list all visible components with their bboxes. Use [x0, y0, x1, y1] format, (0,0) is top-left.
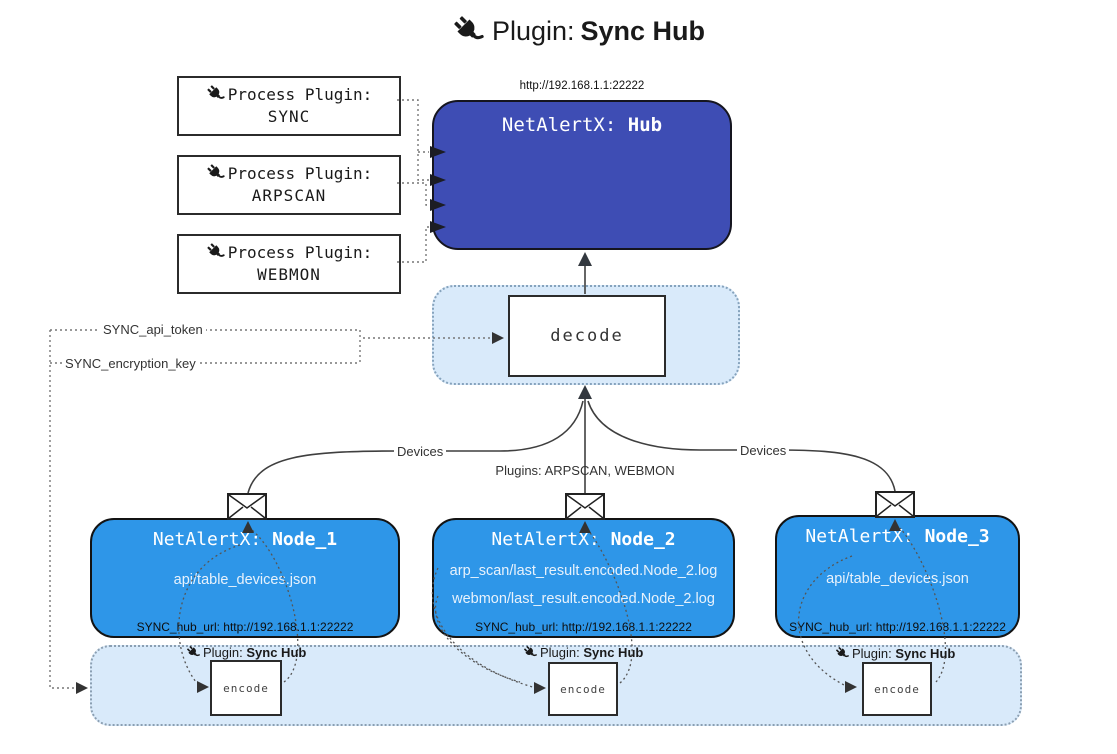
process-plugin-webmon: Process Plugin: WEBMON	[177, 234, 401, 294]
devices-edge-label-right: Devices	[737, 443, 790, 458]
hub-name-prefix: NetAlertX:	[501, 114, 628, 136]
devices-edge-label-left: Devices	[394, 444, 447, 459]
hub-title: NetAlertX: Hub	[434, 114, 730, 136]
plug-icon	[205, 242, 226, 262]
encode-box: encode	[210, 660, 282, 716]
node-hub-url: SYNC_hub_url: http://192.168.1.1:22222	[475, 620, 692, 634]
process-plugin-header: Process Plugin:	[179, 84, 399, 104]
process-plugin-label: Process Plugin:	[227, 242, 373, 262]
encode-box: encode	[862, 662, 932, 716]
hub-box: NetAlertX: Hub	[432, 100, 732, 250]
node-title: NetAlertX: Node_1	[152, 529, 338, 550]
plug-icon	[205, 163, 226, 183]
envelope-icon	[227, 493, 267, 520]
envelope-icon	[875, 491, 915, 518]
plug-icon	[205, 84, 226, 104]
node-file: api/table_devices.json	[173, 572, 317, 588]
process-plugin-sync: Process Plugin: SYNC	[177, 76, 401, 136]
process-plugin-header: Process Plugin:	[179, 163, 399, 183]
hub-url-label: http://192.168.1.1:22222	[519, 80, 645, 92]
plug-icon	[186, 645, 201, 660]
process-plugin-name: ARPSCAN	[251, 186, 327, 205]
title-name: Sync Hub	[580, 15, 706, 46]
node-file: arp_scan/last_result.encoded.Node_2.log	[449, 563, 718, 579]
envelope-icon	[565, 493, 605, 520]
node-1-box: NetAlertX: Node_1 api/table_devices.json…	[90, 518, 400, 638]
hub-name: Hub	[627, 114, 663, 136]
node-file: webmon/last_result.encoded.Node_2.log	[452, 591, 715, 607]
node-title: NetAlertX: Node_2	[491, 529, 676, 550]
band-plugin-label: Plugin: Sync Hub	[523, 645, 643, 660]
plug-icon	[835, 646, 850, 661]
plug-icon	[523, 645, 538, 660]
process-plugin-label: Process Plugin:	[227, 84, 373, 104]
node-hub-url: SYNC_hub_url: http://192.168.1.1:22222	[789, 620, 1006, 634]
sync-encryption-key-label: SYNC_encryption_key	[62, 356, 199, 371]
process-plugin-header: Process Plugin:	[179, 242, 399, 262]
band-plugin-label: Plugin: Sync Hub	[186, 645, 306, 660]
sync-api-token-label: SYNC_api_token	[100, 322, 206, 337]
process-plugin-name: WEBMON	[257, 265, 321, 284]
node-2-box: NetAlertX: Node_2 arp_scan/last_result.e…	[432, 518, 735, 638]
process-plugin-arpscan: Process Plugin: ARPSCAN	[177, 155, 401, 215]
node-3-box: NetAlertX: Node_3 api/table_devices.json…	[775, 515, 1020, 638]
page-title: Plugin: Sync Hub	[0, 14, 1117, 48]
decode-box: decode	[508, 295, 666, 377]
process-plugin-label: Process Plugin:	[227, 163, 373, 183]
band-plugin-label: Plugin: Sync Hub	[835, 646, 955, 661]
node-hub-url: SYNC_hub_url: http://192.168.1.1:22222	[136, 620, 354, 634]
plugins-edge-label: Plugins: ARPSCAN, WEBMON	[495, 463, 675, 478]
plug-icon	[451, 14, 486, 48]
process-plugin-name: SYNC	[267, 107, 311, 126]
node-file: api/table_devices.json	[826, 571, 969, 587]
title-prefix: Plugin:	[491, 15, 575, 46]
node-title: NetAlertX: Node_3	[805, 526, 990, 547]
encode-box: encode	[548, 662, 618, 716]
